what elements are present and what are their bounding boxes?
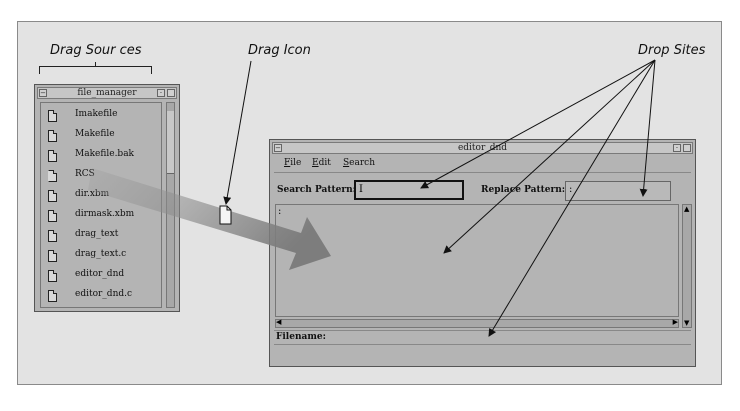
- document-icon: [219, 205, 232, 225]
- maximize-icon[interactable]: [683, 144, 691, 152]
- file-name: dirmask.xbm: [75, 209, 135, 219]
- list-item[interactable]: RCS: [47, 169, 159, 189]
- drop-leader-replace: [639, 59, 656, 197]
- drop-leader-search: [420, 59, 656, 189]
- menu-search-label: earch: [349, 158, 376, 168]
- menu-file-mnemonic: F: [284, 158, 291, 168]
- scroll-up-icon[interactable]: ▲: [684, 205, 690, 213]
- file-icon: [48, 250, 57, 262]
- drag-sources-label: Drag Sour ces: [50, 43, 142, 58]
- minimize-icon[interactable]: ·: [157, 89, 165, 97]
- file-name: editor_dnd: [75, 269, 125, 279]
- file-name: drag_text: [75, 229, 119, 239]
- drag-icon-label: Drag Icon: [248, 43, 311, 58]
- file-name: editor_dnd.c: [75, 289, 133, 299]
- maximize-icon[interactable]: [167, 89, 175, 97]
- list-item[interactable]: Imakefile: [47, 109, 159, 129]
- drag-sources-bracket: [39, 66, 152, 74]
- drop-sites-label: Drop Sites: [638, 43, 706, 58]
- list-item[interactable]: dirmask.xbm: [47, 209, 159, 229]
- text-area-value: :: [278, 206, 282, 217]
- menu-search-mnemonic: S: [343, 158, 350, 168]
- drop-leader-textarea: [443, 59, 656, 254]
- window-menu-icon[interactable]: −: [39, 89, 47, 97]
- scroll-left-icon[interactable]: ◀: [276, 318, 282, 326]
- scrollbar-thumb[interactable]: [167, 111, 174, 174]
- menu-file-label: ile: [290, 158, 302, 168]
- file-icon: [48, 270, 57, 282]
- file-icon: [48, 150, 57, 162]
- search-pattern-label: Search Pattern:: [277, 185, 356, 195]
- file-name: Makefile.bak: [75, 149, 135, 159]
- list-item[interactable]: drag_text.c: [47, 249, 159, 269]
- folder-icon: [48, 170, 57, 182]
- file-name: Imakefile: [75, 109, 118, 119]
- minimize-icon[interactable]: ·: [673, 144, 681, 152]
- filename-label: Filename:: [276, 332, 326, 342]
- filename-bar: Filename:: [274, 330, 691, 345]
- vertical-scrollbar[interactable]: ▲ ▼: [682, 204, 692, 328]
- file-icon: [48, 110, 57, 122]
- drag-path-arrow: [88, 168, 331, 270]
- file-name: Makefile: [75, 129, 115, 139]
- file-icon: [48, 290, 57, 302]
- file-icon: [48, 190, 57, 202]
- list-item[interactable]: editor_dnd.c: [47, 289, 159, 307]
- menu-search[interactable]: Search: [343, 158, 375, 168]
- menu-file[interactable]: File: [284, 158, 301, 168]
- editor-window: − editor_dnd · File Edit Search Search P…: [269, 139, 696, 367]
- menu-bar: File Edit Search: [274, 156, 691, 173]
- file-manager-title: file_manager: [77, 88, 137, 98]
- search-pattern-value: I: [359, 184, 363, 195]
- file-name: drag_text.c: [75, 249, 127, 259]
- horizontal-scrollbar[interactable]: ◀ ▶: [275, 318, 679, 328]
- bracket-tick: [95, 62, 96, 67]
- scroll-right-icon[interactable]: ▶: [672, 318, 678, 326]
- replace-pattern-value: :: [569, 184, 573, 195]
- editor-title: editor_dnd: [457, 143, 508, 153]
- drag-icon-leader: [223, 60, 252, 205]
- scroll-down-icon[interactable]: ▼: [684, 319, 690, 327]
- list-item[interactable]: dir.xbm: [47, 189, 159, 209]
- menu-edit[interactable]: Edit: [312, 158, 331, 168]
- list-item[interactable]: editor_dnd: [47, 269, 159, 289]
- file-name: dir.xbm: [75, 189, 110, 199]
- window-menu-icon[interactable]: −: [274, 144, 282, 152]
- file-icon: [48, 210, 57, 222]
- file-manager-titlebar[interactable]: − file_manager ·: [37, 87, 177, 99]
- replace-pattern-label: Replace Pattern:: [481, 185, 566, 195]
- file-icon: [48, 130, 57, 142]
- file-icon: [48, 230, 57, 242]
- menu-edit-mnemonic: E: [312, 158, 319, 168]
- editor-titlebar[interactable]: − editor_dnd ·: [272, 142, 693, 154]
- drop-leader-filename: [488, 59, 656, 337]
- list-item[interactable]: drag_text: [47, 229, 159, 249]
- file-name: RCS: [75, 169, 95, 179]
- menu-edit-label: dit: [318, 158, 331, 168]
- list-item[interactable]: Makefile: [47, 129, 159, 149]
- list-item[interactable]: Makefile.bak: [47, 149, 159, 169]
- search-pattern-input[interactable]: I: [354, 180, 464, 200]
